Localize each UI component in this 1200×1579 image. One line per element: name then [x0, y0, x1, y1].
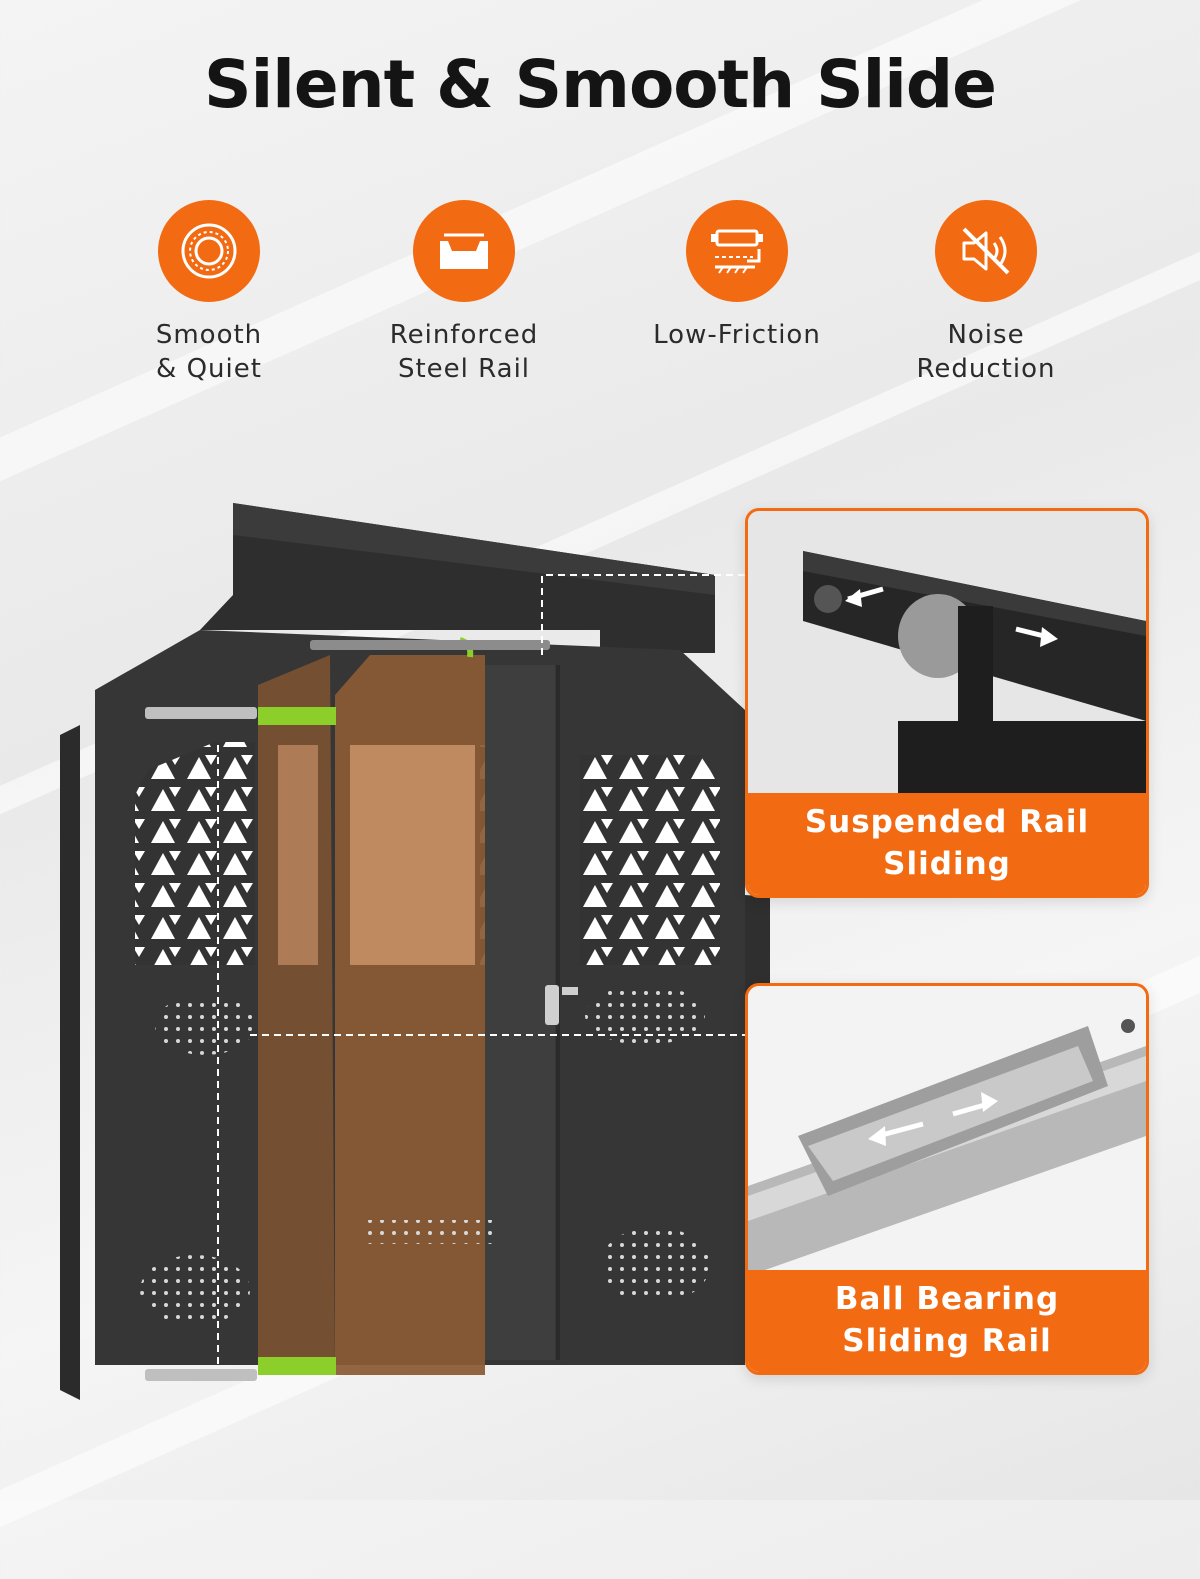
- feature-low-friction: Low-Friction: [617, 200, 857, 352]
- low-friction-icon: [686, 200, 788, 302]
- partition-panel-illustration: [40, 495, 820, 1425]
- steel-rail-icon: [413, 200, 515, 302]
- feature-label: Reinforced Steel Rail: [389, 320, 539, 384]
- card-caption: Ball Bearing Sliding Rail: [748, 1270, 1146, 1372]
- feature-smooth-quiet: Smooth & Quiet: [89, 200, 329, 386]
- feature-label: Noise Reduction: [916, 320, 1056, 384]
- page-title: Silent & Smooth Slide: [204, 46, 997, 123]
- card-caption: Suspended Rail Sliding: [748, 793, 1146, 895]
- feature-noise-reduction: Noise Reduction: [866, 200, 1106, 386]
- mute-speaker-icon: [935, 200, 1037, 302]
- card-suspended-rail: Suspended Rail Sliding: [745, 508, 1149, 898]
- feature-reinforced-rail: Reinforced Steel Rail: [344, 200, 584, 386]
- bearing-icon: [158, 200, 260, 302]
- feature-label: Smooth & Quiet: [155, 320, 263, 384]
- feature-label: Low-Friction: [653, 320, 821, 350]
- card-ball-bearing-rail: Ball Bearing Sliding Rail: [745, 983, 1149, 1375]
